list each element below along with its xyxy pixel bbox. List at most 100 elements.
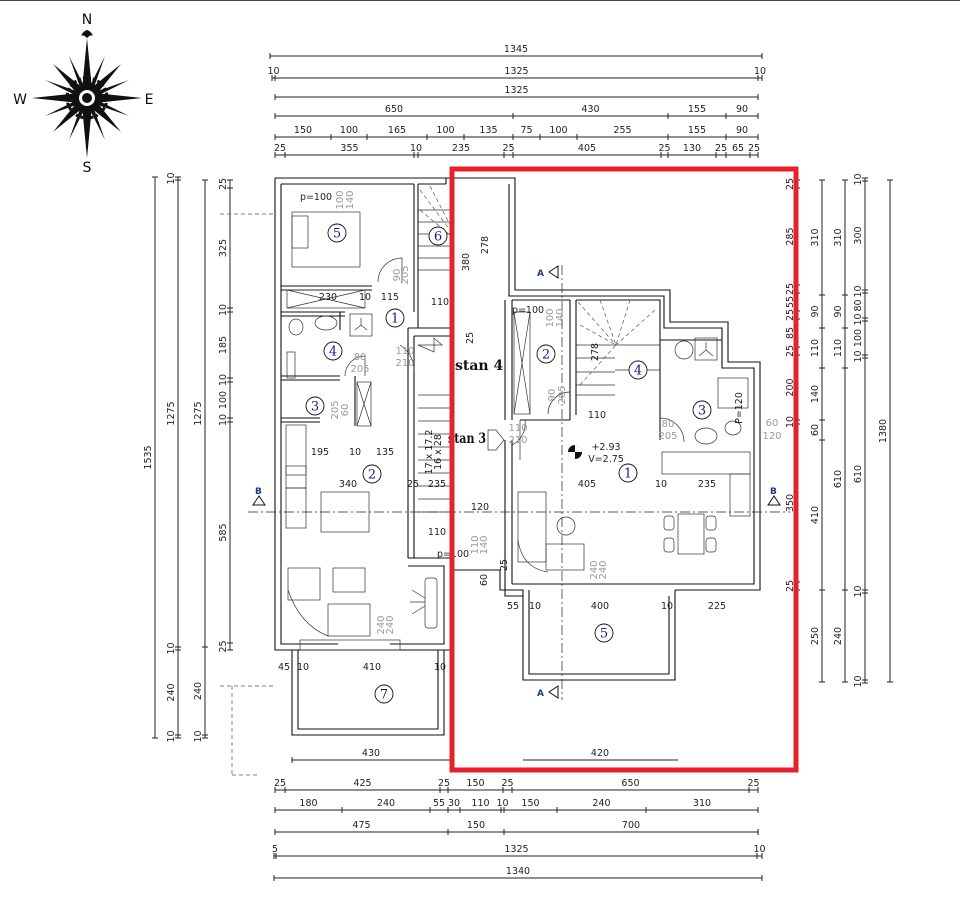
dimension-label: 325 xyxy=(218,239,229,257)
annotation-label: 110 xyxy=(395,346,414,357)
annotation-label: 60 xyxy=(340,404,351,417)
dimension-label: 90 xyxy=(810,305,821,317)
annotation-label: 400 xyxy=(591,601,609,612)
room-number-circle xyxy=(692,400,712,420)
annotation-label: 205 xyxy=(557,385,568,404)
dimension-label: 1275 xyxy=(193,401,204,425)
dimension-label: 10 xyxy=(853,675,864,687)
room-number: 1 xyxy=(391,312,399,327)
dimension-label: 90 xyxy=(833,305,844,317)
dimension-label: 150 xyxy=(466,778,484,789)
dimension-label: 25 xyxy=(438,778,450,789)
dimension-label: 10 xyxy=(754,66,766,77)
dimension-label: 25 xyxy=(501,778,513,789)
dimension-label: 5 xyxy=(272,844,278,855)
dimension-label: 135 xyxy=(479,125,497,136)
room-number: 5 xyxy=(600,627,608,642)
annotation-label: 25 xyxy=(499,559,510,571)
dimension-label: 1340 xyxy=(506,866,530,877)
annotation-label: 10 xyxy=(434,662,446,673)
compass-east: E xyxy=(145,92,154,108)
room-number: 2 xyxy=(542,348,550,363)
annotation-label: 240 xyxy=(598,560,609,579)
dimension-label: 650 xyxy=(621,778,639,789)
room-number: 4 xyxy=(329,345,337,360)
dimension-label: 25 xyxy=(218,178,229,190)
annotation-label: 135 xyxy=(376,447,394,458)
section-label-b-right: B xyxy=(770,487,777,497)
dimension-label: 30 xyxy=(448,798,460,809)
dimension-label: 10 xyxy=(218,304,229,316)
annotation-label: 240 xyxy=(385,615,396,634)
dimension-label: 25 xyxy=(747,778,759,789)
annotation-label: 10 xyxy=(661,601,673,612)
dimension-label: 10 xyxy=(853,173,864,185)
room-number-circle xyxy=(305,396,325,416)
annotation-label: 110 xyxy=(470,535,481,554)
room-number: 4 xyxy=(634,364,642,379)
dimension-label: 25 xyxy=(274,778,286,789)
annotation-label: 80 xyxy=(354,352,367,363)
dimension-label: 240 xyxy=(193,682,204,700)
room-number-circle xyxy=(327,223,347,243)
dimension-label: 250 xyxy=(810,627,821,645)
section-marker-a-bottom-icon xyxy=(548,685,559,699)
dimension-label: 10 xyxy=(853,350,864,362)
dimension-label: 425 xyxy=(353,778,371,789)
dimension-label: 10 xyxy=(267,66,279,77)
dimension-label: 185 xyxy=(218,336,229,354)
annotation-label: 110 xyxy=(588,410,606,421)
dimension-label: 55 xyxy=(785,296,796,308)
room-number: 1 xyxy=(624,467,632,482)
dimension-label: 140 xyxy=(810,385,821,403)
dimension-label: 240 xyxy=(592,798,610,809)
dimension-label: 10 xyxy=(166,172,177,184)
dimension-label: 25 xyxy=(658,143,670,154)
annotation-label: P=120 xyxy=(734,392,745,424)
dimension-label: 430 xyxy=(581,104,599,115)
dimension-label: 610 xyxy=(833,470,844,488)
dimension-label: 155 xyxy=(688,104,706,115)
dimension-label: 25 xyxy=(785,283,796,295)
annotation-label: 10 xyxy=(349,447,361,458)
dimension-label: 150 xyxy=(467,820,485,831)
annotation-label: 80 xyxy=(662,419,675,430)
dimension-label: 350 xyxy=(785,494,796,512)
dimension-label: 10 xyxy=(853,313,864,325)
room-number-circle xyxy=(628,360,648,380)
annotation-label: 115 xyxy=(381,292,399,303)
room-number: 3 xyxy=(311,400,319,415)
annotation-label: 195 xyxy=(311,447,329,458)
dimension-label: 650 xyxy=(385,104,403,115)
dimension-label: 90 xyxy=(736,125,748,136)
annotation-label: 10 xyxy=(297,662,309,673)
room-number-circle xyxy=(362,464,382,484)
dimension-label: 100 xyxy=(218,391,229,409)
dimension-label: 405 xyxy=(578,143,596,154)
dimension-label: 10 xyxy=(218,374,229,386)
dimension-label: 410 xyxy=(810,506,821,524)
dimension-label: 60 xyxy=(810,424,821,436)
dimension-label: 420 xyxy=(591,748,609,759)
dimension-label: 285 xyxy=(785,227,796,245)
annotation-label: 10 xyxy=(655,479,667,490)
section-marker-b-left-icon xyxy=(252,495,266,506)
dimension-label: 25 xyxy=(502,143,514,154)
dimension-label: 10 xyxy=(410,143,422,154)
dimension-label: 430 xyxy=(362,748,380,759)
dimension-label: 240 xyxy=(833,627,844,645)
dimension-label: 240 xyxy=(166,683,177,701)
dimension-label: 10 xyxy=(853,585,864,597)
room-number-circle xyxy=(536,344,556,364)
annotation-label: 205 xyxy=(658,431,677,442)
dimension-label: 25 xyxy=(748,143,760,154)
annotation-label: 25 xyxy=(465,332,476,344)
annotation-label: 10 xyxy=(529,601,541,612)
annotation-label: 140 xyxy=(345,190,356,209)
compass-south: S xyxy=(83,160,92,176)
annotation-label: 55 xyxy=(507,601,519,612)
annotation-label: 235 xyxy=(698,479,716,490)
room-number: 7 xyxy=(380,688,388,703)
